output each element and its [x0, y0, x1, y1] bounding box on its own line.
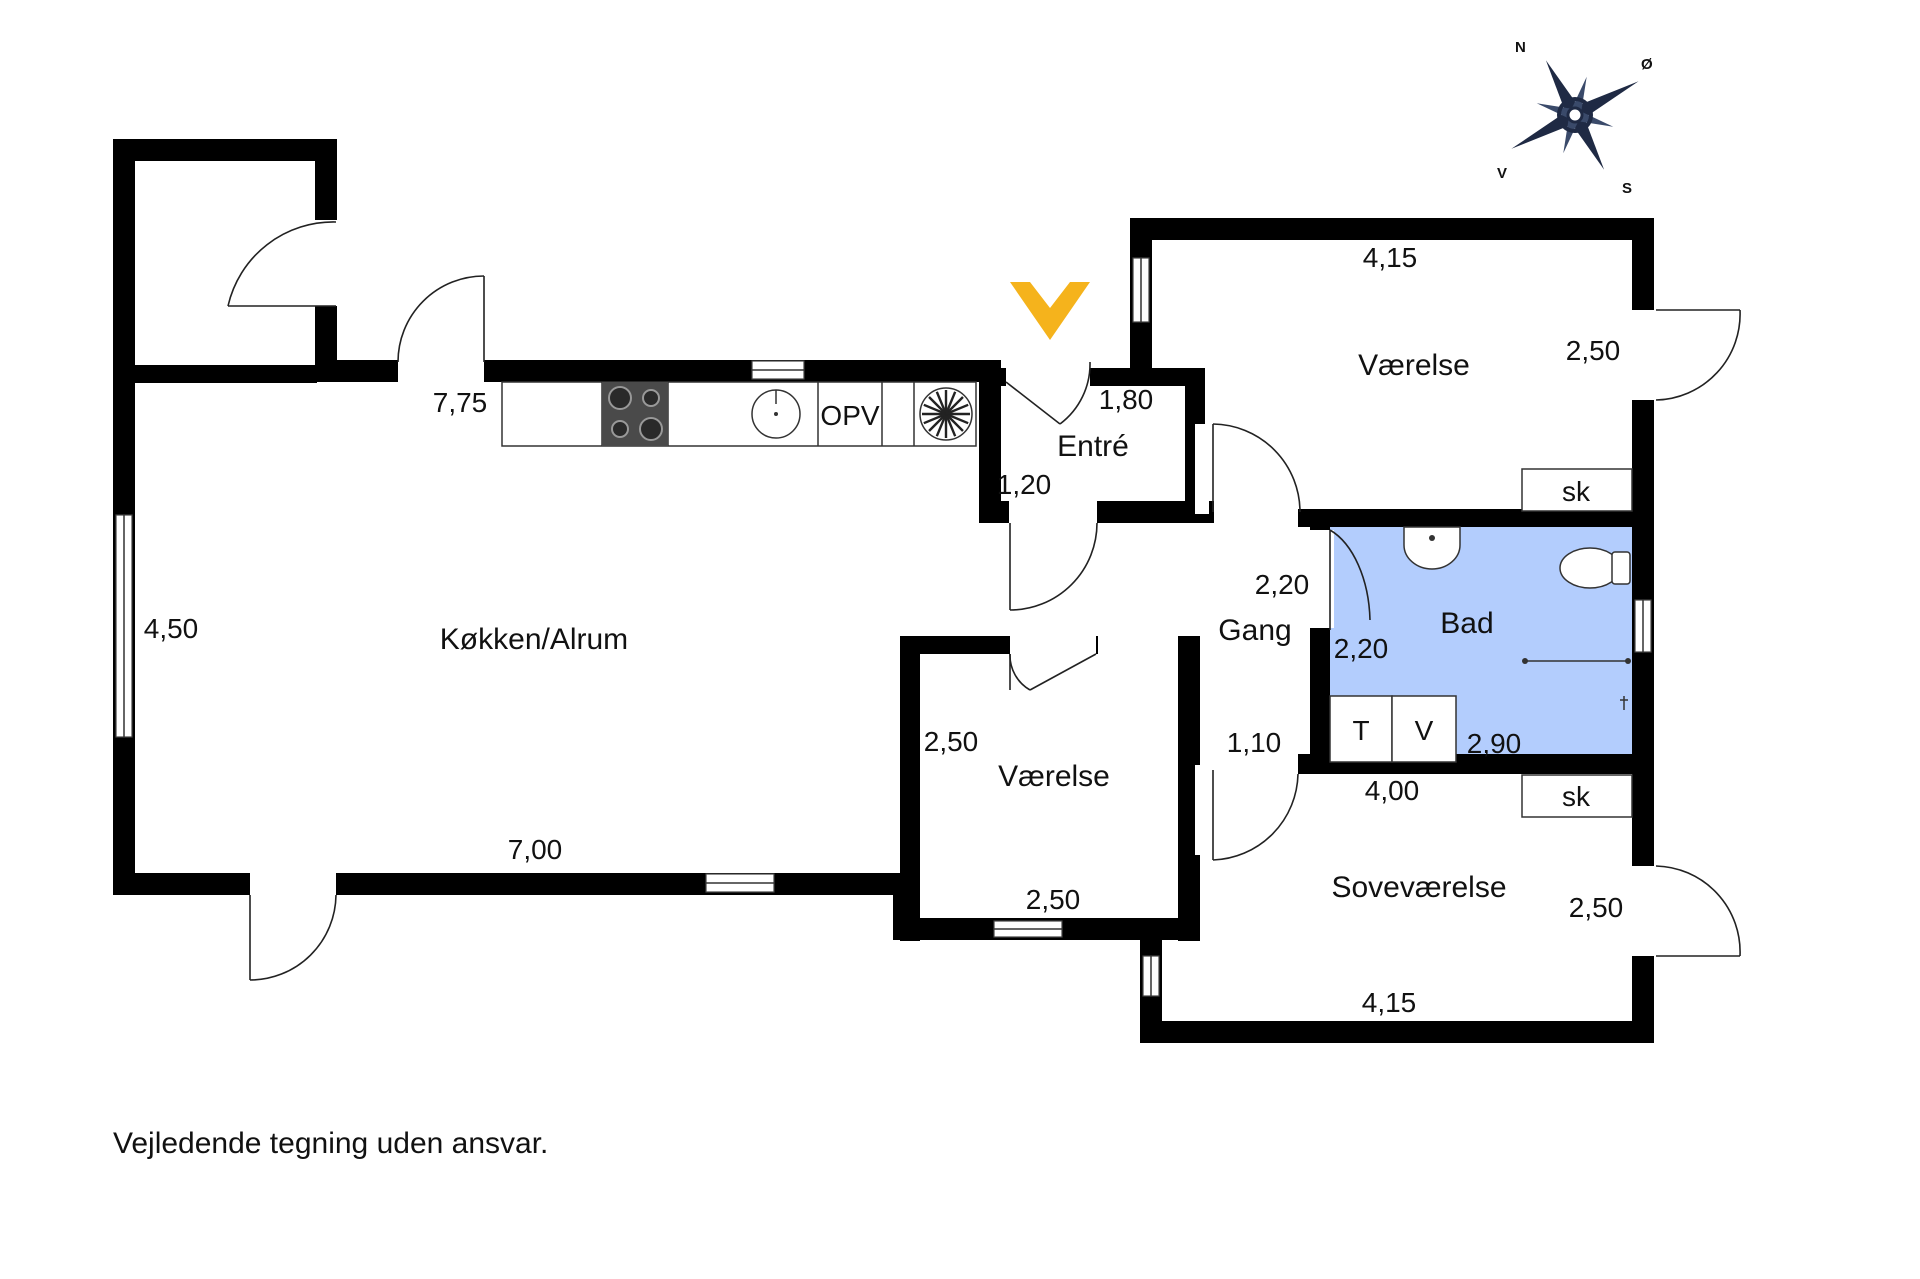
room-label-north-room: Værelse [1358, 349, 1470, 382]
room-label-bedroom: Soveværelse [1331, 871, 1506, 904]
sink-icon [751, 389, 801, 439]
compass-north: N [1515, 39, 1526, 56]
shower-rail [1522, 658, 1631, 710]
dryer-label: T [1352, 715, 1369, 746]
dim-bedroom-bottom: 4,15 [1362, 987, 1417, 1018]
room-label-hall: Gang [1218, 614, 1291, 647]
dim-hall-lower: 1,10 [1227, 727, 1282, 758]
wardrobes [1521, 468, 1633, 818]
wardrobe-label-bedroom: sk [1562, 781, 1591, 812]
dim-north-room-top: 4,15 [1363, 242, 1418, 273]
dim-bedroom-top: 4,00 [1365, 775, 1420, 806]
entrance-arrow-icon [1010, 282, 1090, 340]
dim-middle-room-bottom: 2,50 [1026, 884, 1081, 915]
dim-kitchen-left: 4,50 [144, 613, 199, 644]
room-label-bath: Bad [1440, 607, 1493, 640]
door-openings [250, 220, 1657, 956]
ventilation-label: OPV [820, 400, 879, 431]
dim-bath-height: 2,20 [1334, 633, 1389, 664]
kitchen-counter [501, 381, 977, 447]
dim-entry-width: 1,80 [1099, 384, 1154, 415]
room-label-entry: Entré [1057, 430, 1129, 463]
dim-kitchen-bottom: 7,00 [508, 834, 563, 865]
dim-kitchen-top: 7,75 [433, 387, 488, 418]
dim-bedroom-right: 2,50 [1569, 892, 1624, 923]
dim-hall-upper: 2,20 [1255, 569, 1310, 600]
wardrobe-label-north: sk [1562, 476, 1591, 507]
washbasin-icon [1403, 526, 1461, 570]
toilet-icon [1559, 547, 1631, 589]
dim-bath-width: 2,90 [1467, 728, 1522, 759]
washer-label: V [1415, 715, 1434, 746]
compass-east: Ø [1641, 56, 1653, 73]
disclaimer-note: Vejledende tegning uden ansvar. [113, 1127, 549, 1160]
room-label-kitchen: Køkken/Alrum [440, 623, 628, 656]
compass-west: V [1497, 165, 1507, 182]
windows [115, 257, 1652, 997]
dim-middle-room-left: 2,50 [924, 726, 979, 757]
stove-icon [602, 382, 668, 446]
doors [227, 221, 1741, 981]
compass-rose-icon [1511, 60, 1639, 170]
fan-icon [919, 387, 973, 441]
compass-south: S [1622, 180, 1632, 197]
dim-entry-depth: 1,20 [997, 469, 1052, 500]
room-label-middle-room: Værelse [998, 760, 1110, 793]
appliance-boxes [1329, 695, 1457, 763]
dim-north-room-right: 2,50 [1566, 335, 1621, 366]
